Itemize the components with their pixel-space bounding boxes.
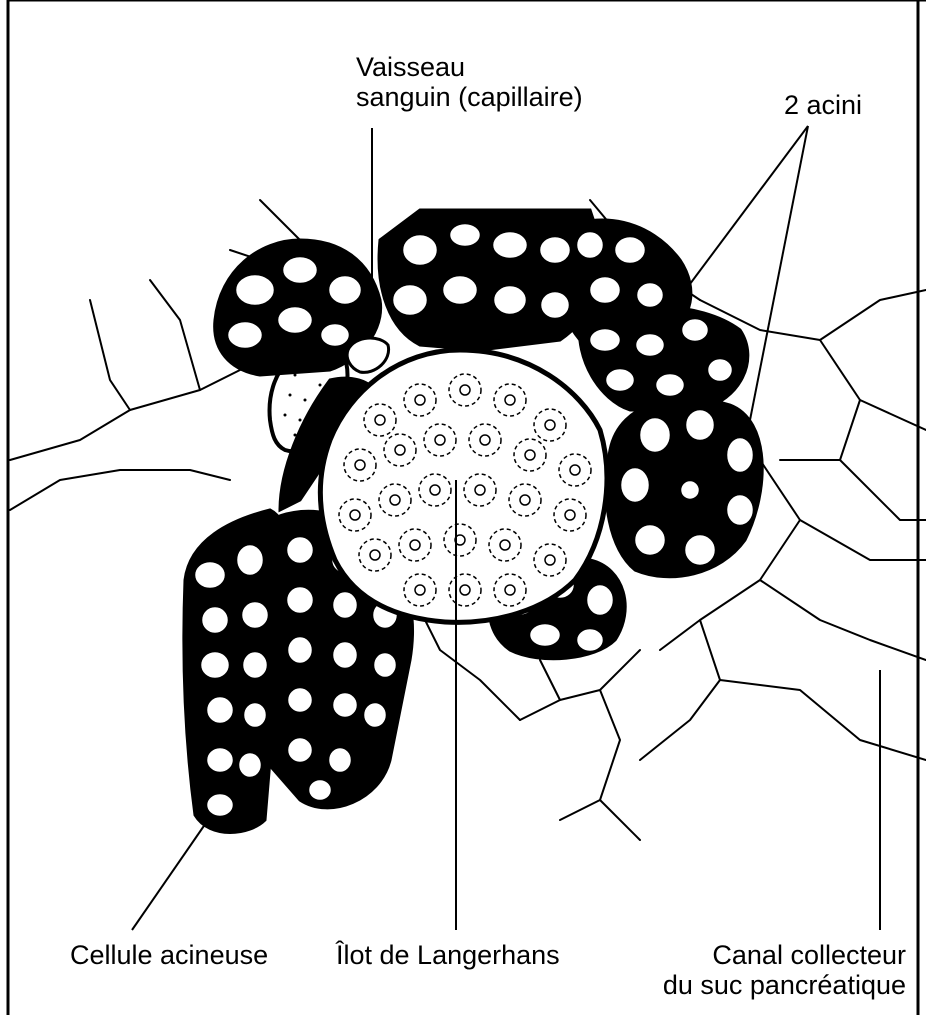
label-ilot-text: Îlot de Langerhans <box>336 940 560 970</box>
label-ilot: Îlot de Langerhans <box>336 940 560 970</box>
label-canal: Canal collecteur du suc pancréatique <box>663 940 906 1000</box>
label-vaisseau: Vaisseau sanguin (capillaire) <box>356 52 583 112</box>
label-acini: 2 acini <box>784 90 862 120</box>
label-vaisseau-line1: Vaisseau <box>356 52 583 82</box>
label-cellule: Cellule acineuse <box>70 940 268 970</box>
label-cellule-text: Cellule acineuse <box>70 940 268 970</box>
label-vaisseau-line2: sanguin (capillaire) <box>356 82 583 112</box>
islet-of-langerhans <box>320 350 607 622</box>
label-acini-text: 2 acini <box>784 90 862 120</box>
label-canal-line2: du suc pancréatique <box>663 970 906 1000</box>
leader-acini-2 <box>750 126 808 420</box>
leader-acini-1 <box>678 126 808 300</box>
leader-cellule <box>132 820 208 930</box>
label-canal-line1: Canal collecteur <box>663 940 906 970</box>
vessel-small <box>347 338 388 372</box>
